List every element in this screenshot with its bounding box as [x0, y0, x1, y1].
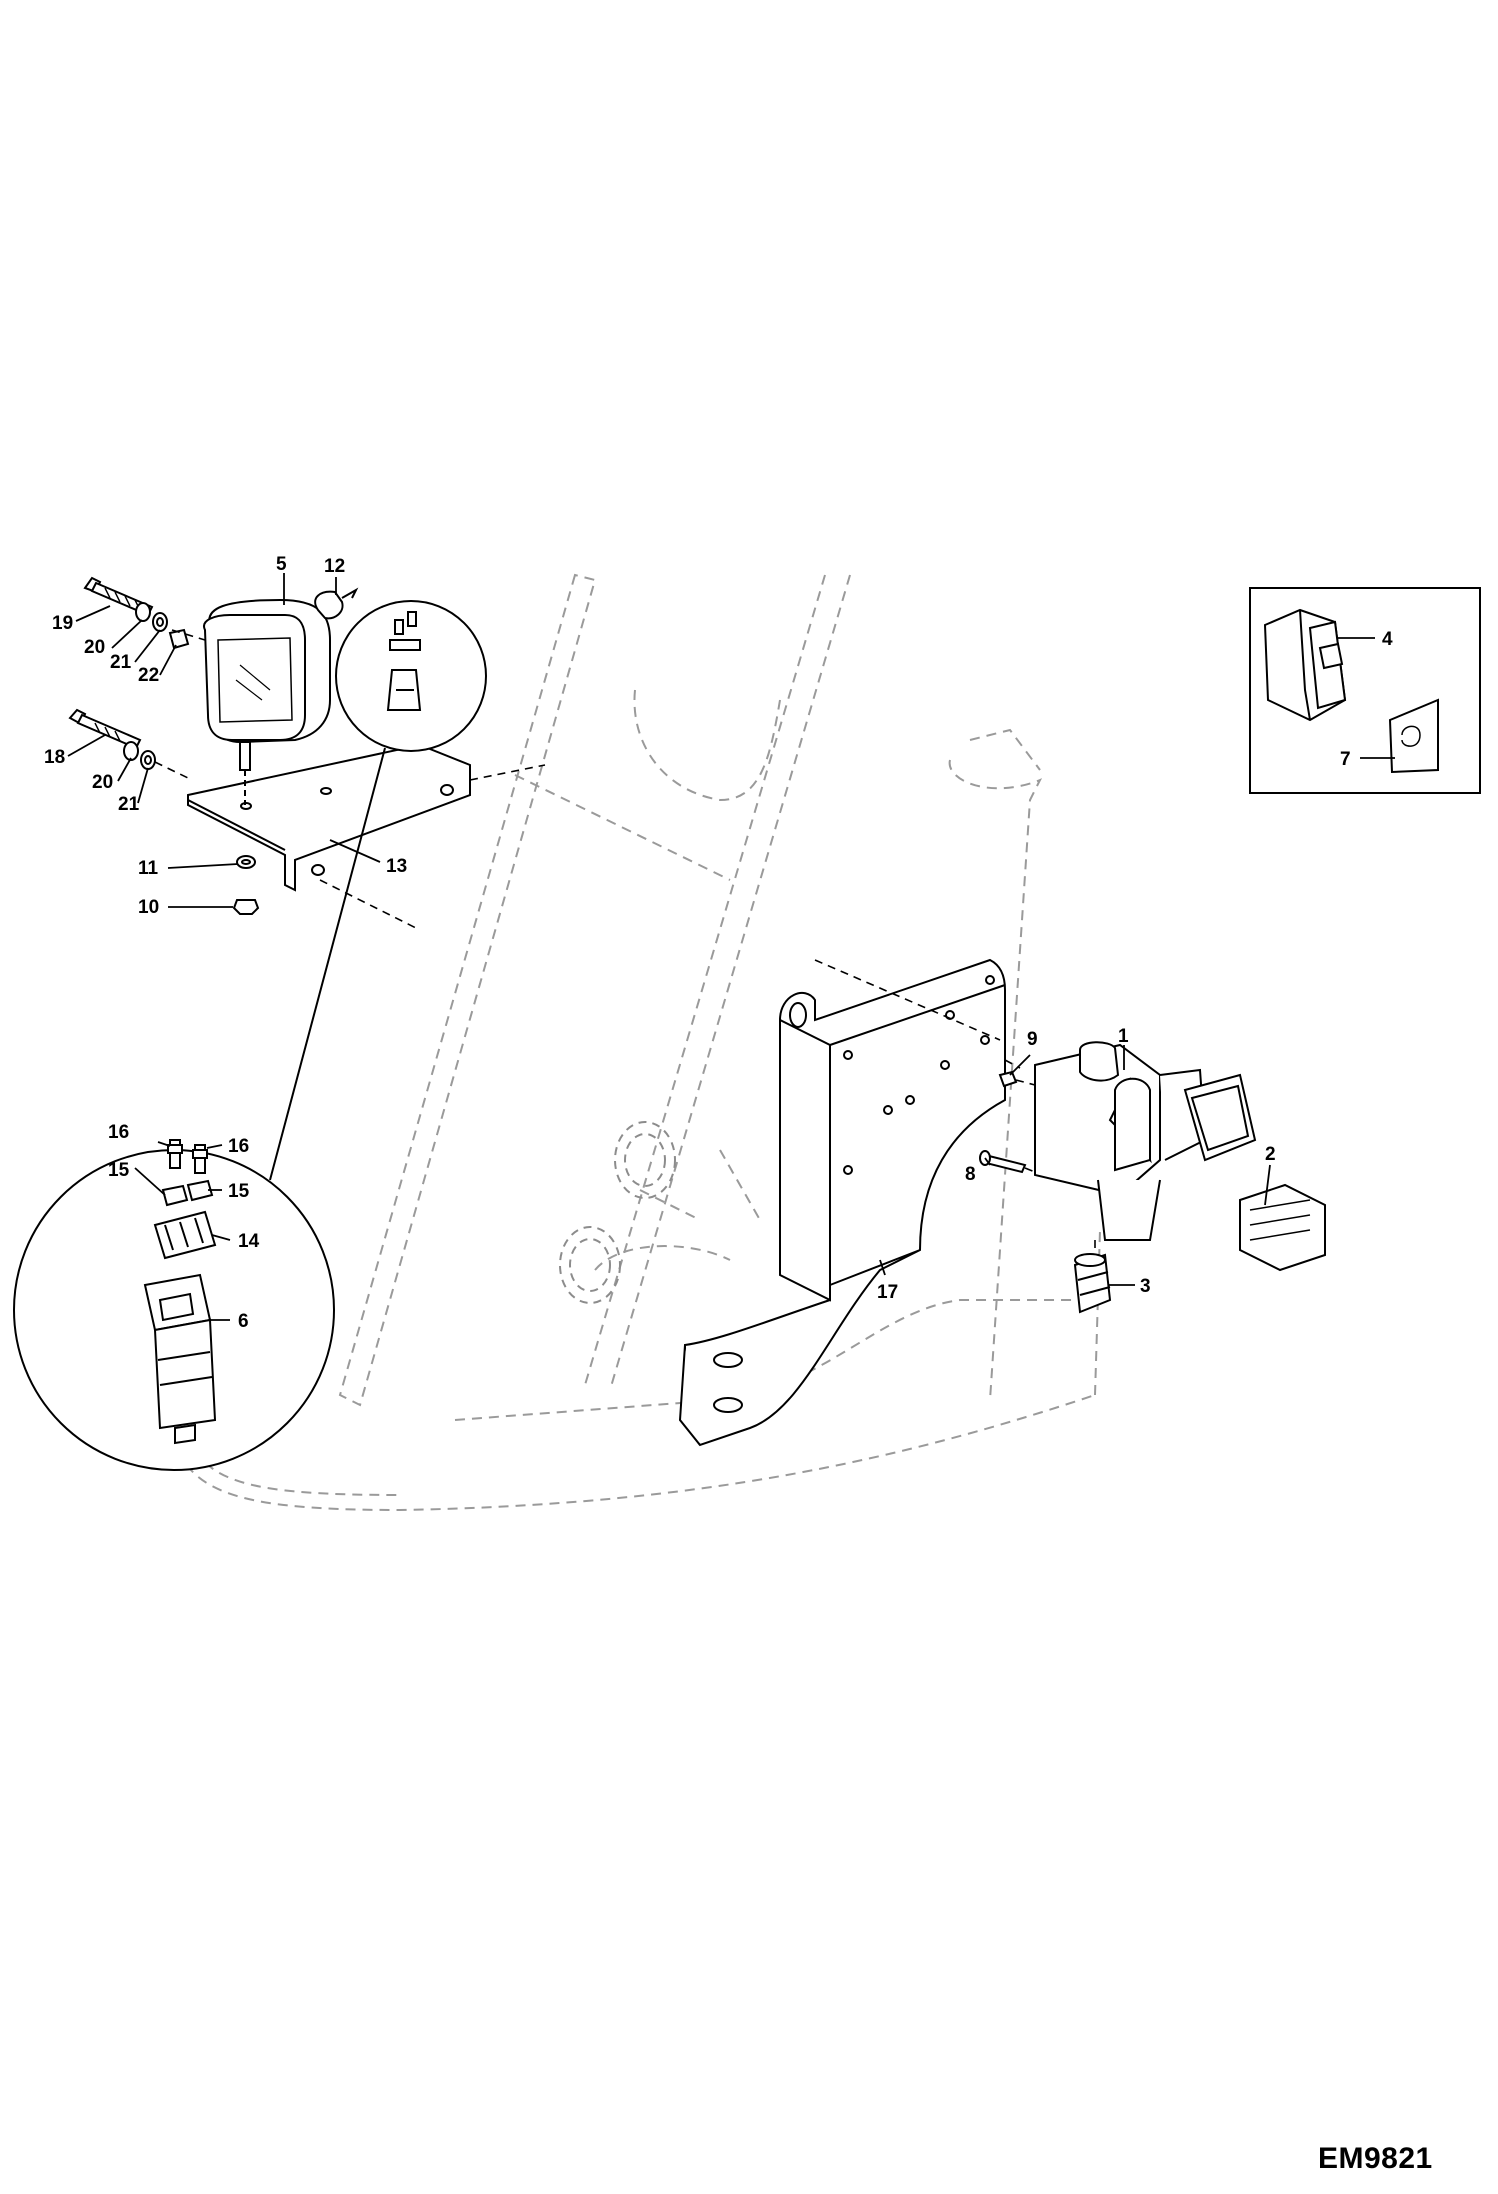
mounting-bracket-17 — [678, 958, 1021, 1447]
callout-15b: 15 — [228, 1181, 250, 1202]
callout-18: 18 — [44, 747, 65, 768]
leader-lines — [67, 573, 1395, 1321]
drawing-reference: EM9821 — [1318, 2142, 1433, 2175]
socket-assembly — [979, 1041, 1326, 1314]
callout-9: 9 — [1027, 1029, 1038, 1050]
callout-3: 3 — [1140, 1276, 1151, 1297]
light-bracket — [187, 743, 471, 892]
callout-12: 12 — [324, 556, 345, 577]
callout-7: 7 — [1340, 749, 1351, 770]
callout-20a: 20 — [84, 637, 105, 658]
callout-16b: 16 — [228, 1136, 249, 1157]
callout-11: 11 — [138, 858, 159, 879]
callout-10: 10 — [138, 897, 159, 918]
callout-14: 14 — [238, 1231, 260, 1252]
plug-2 — [1239, 1183, 1326, 1272]
seal-15 — [161, 1179, 214, 1207]
callout-4: 4 — [1382, 629, 1393, 650]
frame-holes — [559, 1121, 676, 1304]
work-light-assembly — [68, 576, 546, 931]
callout-16a: 16 — [108, 1122, 129, 1143]
callout-8: 8 — [965, 1164, 976, 1185]
light-decal — [1388, 698, 1439, 774]
callout-labels: 5 12 19 20 21 22 18 20 21 11 13 10 4 7 9… — [44, 554, 1393, 1332]
connector-detail-small — [335, 600, 487, 752]
lock-14 — [153, 1210, 217, 1260]
callout-15a: 15 — [108, 1160, 130, 1181]
callout-19: 19 — [52, 613, 73, 634]
callout-2: 2 — [1265, 1144, 1276, 1165]
nut-9 — [998, 1070, 1018, 1088]
callout-17: 17 — [877, 1282, 898, 1303]
callout-20b: 20 — [92, 772, 113, 793]
connector-detail-large — [13, 1139, 335, 1471]
callout-13: 13 — [386, 856, 407, 877]
callout-22: 22 — [138, 665, 159, 686]
bulb — [314, 590, 344, 620]
callout-6: 6 — [238, 1311, 249, 1332]
terminal-16 — [167, 1139, 208, 1174]
callout-5: 5 — [276, 554, 287, 575]
callout-1: 1 — [1118, 1026, 1129, 1047]
callout-21a: 21 — [110, 652, 132, 673]
callout-21b: 21 — [118, 794, 140, 815]
connector-6 — [143, 1273, 217, 1445]
switch-inset — [1249, 587, 1481, 794]
